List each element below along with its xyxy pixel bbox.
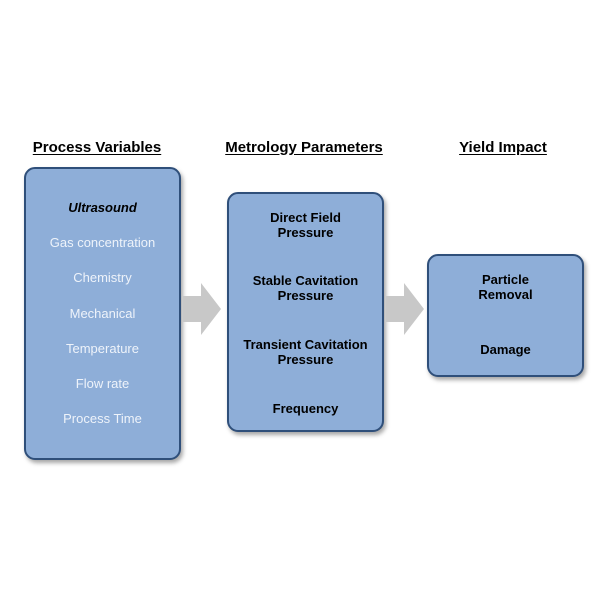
process-item-ultrasound: Ultrasound [68, 200, 137, 215]
metrology-parameters-heading: Metrology Parameters [225, 139, 383, 156]
process-item-chemistry: Chemistry [73, 270, 132, 285]
metrology-item-frequency: Frequency [272, 401, 339, 416]
process-item-gas-concentration: Gas concentration [49, 235, 156, 250]
right-arrow-icon [386, 283, 424, 335]
process-item-process-time: Process Time [63, 411, 142, 426]
process-item-mechanical: Mechanical [69, 306, 136, 321]
process-item-temperature: Temperature [66, 341, 139, 356]
yield-impact-heading: Yield Impact [459, 139, 547, 156]
metrology-item-direct-field-pressure: Direct Field Pressure [270, 210, 341, 240]
yield-item-particle-removal: Particle Removal [478, 272, 533, 302]
yield-impact-box: Particle Removal Damage [427, 254, 584, 377]
yield-item-damage: Damage [480, 342, 531, 357]
metrology-parameters-box: Direct Field Pressure Stable Cavitation … [227, 192, 384, 432]
process-variables-box: Ultrasound Gas concentration Chemistry M… [24, 167, 181, 460]
process-variables-heading: Process Variables [32, 139, 162, 156]
metrology-item-stable-cavitation-pressure: Stable Cavitation Pressure [252, 273, 359, 303]
right-arrow-icon [183, 283, 221, 335]
metrology-item-transient-cavitation-pressure: Transient Cavitation Pressure [243, 337, 368, 367]
process-item-flow-rate: Flow rate [75, 376, 130, 391]
